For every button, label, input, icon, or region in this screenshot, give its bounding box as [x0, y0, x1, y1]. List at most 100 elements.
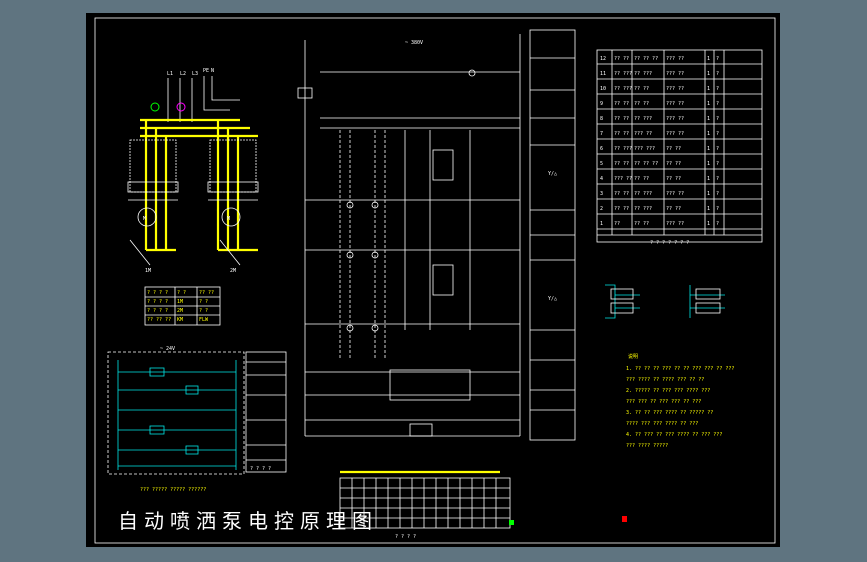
bom-cell: ?? ??? — [614, 86, 632, 92]
legend-r2c0: ? ? ? ? — [147, 308, 168, 314]
bom-cell: ??? ?? — [666, 101, 684, 107]
bom-cell: 1 — [707, 161, 710, 167]
legend-r1c1: 1M — [177, 299, 183, 305]
bom-cell: ?? ?? ?? — [634, 161, 658, 167]
bom-cell: ??? ?? — [666, 86, 684, 92]
notes-line: 1. ?? ?? ?? ??? ?? ?? ??? ??? ?? ??? — [626, 366, 734, 372]
bom-cell: ?? ?? — [614, 116, 629, 122]
bom-cell: 7 — [600, 131, 603, 137]
bom-cell: 1 — [707, 131, 710, 137]
phase-label-l1: L1 — [167, 71, 173, 77]
bom-cell: ??? ?? — [666, 191, 684, 197]
control-label-columns: Y/△ Y/△ — [529, 29, 576, 441]
legend-r1c0: ? ? ? ? — [147, 299, 168, 305]
bom-cell: 2 — [600, 206, 603, 212]
bom-cell: ? — [716, 176, 719, 182]
legend-r2c1: 2M — [177, 308, 183, 314]
bom-cell: 6 — [600, 146, 603, 152]
bom-cell: ?? ??? — [614, 146, 632, 152]
bom-cell: ??? ??? — [634, 146, 655, 152]
notes-line: 4. ?? ??? ?? ??? ???? ?? ??? ??? — [626, 432, 722, 438]
bom-cell: 1 — [707, 71, 710, 77]
phase-label-n: N — [211, 68, 214, 74]
bom-cell: ? — [716, 86, 719, 92]
phase-label-l2: L2 — [180, 71, 186, 77]
legend-r2c2: ? ? — [199, 308, 208, 314]
motor-1-label: 1M — [145, 268, 151, 274]
bom-cell: ?? ?? — [614, 191, 629, 197]
bom-cell: ? — [716, 161, 719, 167]
bom-cell: ?? ??? — [634, 191, 652, 197]
bom-cell: ? — [716, 191, 719, 197]
bom-cell: ?? ?? — [666, 206, 681, 212]
bom-cell: ?? ?? — [614, 161, 629, 167]
bom-cell: 1 — [600, 221, 603, 227]
notes-line: 2. ????? ?? ??? ??? ???? ??? — [626, 388, 710, 394]
lower-left-caption: ??? ????? ????? ?????? — [140, 487, 206, 493]
notes-line: 3. ?? ?? ??? ???? ?? ????? ?? — [626, 410, 713, 416]
bom-cell: 1 — [707, 176, 710, 182]
bom-cell: 1 — [707, 191, 710, 197]
legend-table: ? ? ? ? ? ? ?? ?? ? ? ? ? 1M ? ? ? ? ? ?… — [144, 286, 221, 326]
legend-r3c0: ?? ?? ?? — [147, 317, 171, 323]
bom-cell: ?? ?? ?? — [634, 56, 658, 62]
motor-1-symbol — [137, 207, 157, 227]
bom-cell: ? — [716, 131, 719, 137]
notes-line: ???? ??? ??? ???? ?? ??? — [626, 421, 698, 427]
notes-line: ??? ??? ?? ??? ??? ?? ??? — [626, 399, 701, 405]
bom-cell: ?? ?? — [614, 131, 629, 137]
legend-r0c0: ? ? ? ? — [147, 290, 168, 296]
bom-cell: ?? ??? — [614, 71, 632, 77]
motor-2-letter: M — [227, 216, 230, 222]
drawing-title: 自动喷洒泵电控原理图 — [118, 509, 378, 533]
bom-cell: 9 — [600, 101, 603, 107]
bom-cell: ?? ?? — [634, 176, 649, 182]
bom-cell: ?? — [614, 221, 620, 227]
motor-2-symbol — [221, 207, 241, 227]
bom-table: ? ? ? ? ? ? ? 12?? ???? ?? ????? ??1?11?… — [596, 49, 763, 246]
bom-cell: 3 — [600, 191, 603, 197]
bom-cell: 1 — [707, 206, 710, 212]
bom-cell: ?? ?? — [614, 101, 629, 107]
phase-label-pe: PE — [203, 68, 209, 74]
bom-cell: 1 — [707, 221, 710, 227]
bom-cell: ?? ?? — [666, 176, 681, 182]
bom-cell: ??? ?? — [666, 116, 684, 122]
bom-cell: 8 — [600, 116, 603, 122]
bom-cell: ? — [716, 116, 719, 122]
bom-cell: ? — [716, 206, 719, 212]
legend-r3c1: KM — [177, 317, 183, 323]
notes-line: ??? ???? ????? — [626, 443, 668, 449]
bom-cell: 1 — [707, 56, 710, 62]
bom-cell: ?? ?? — [666, 146, 681, 152]
phase-label-l3: L3 — [192, 71, 198, 77]
terminal-caption: ? ? ? ? — [395, 534, 416, 540]
neutral-symbol — [176, 102, 186, 112]
bom-footer: ? ? ? ? ? ? ? — [650, 240, 689, 246]
bom-cell: ? — [716, 146, 719, 152]
bom-cell: ??? ?? — [666, 131, 684, 137]
bom-cell: ?? ??? — [634, 206, 652, 212]
bom-cell: ??? ?? — [666, 221, 684, 227]
terminal-block — [339, 470, 627, 529]
bom-cell: 1 — [707, 86, 710, 92]
bom-cell: 4 — [600, 176, 603, 182]
bom-cell: 1 — [707, 146, 710, 152]
supply-voltage-label: ~ 380V — [405, 40, 423, 46]
bom-cell: ?? ??? — [634, 116, 652, 122]
legend-r0c1: ? ? — [177, 290, 186, 296]
bom-cell: ?? ??? — [634, 71, 652, 77]
bom-cell: ?? ?? — [634, 221, 649, 227]
bom-cell: 1 — [707, 116, 710, 122]
bom-cell: ??? ?? — [666, 71, 684, 77]
notes-line: ??? ???? ?? ???? ??? ?? ?? — [626, 377, 704, 383]
main-power-circuit: L1 L2 L3 PE N M M 1M 2M — [127, 68, 259, 274]
signal-box-label: ? ? ? ? — [250, 466, 271, 472]
notes-heading: 说明 — [628, 353, 638, 360]
star-delta-label-2: Y/△ — [548, 296, 557, 302]
bom-cell: ?? ?? — [666, 161, 681, 167]
sheet-shadow-right — [776, 16, 780, 546]
bom-cell: ?? ?? — [614, 56, 629, 62]
legend-r3c2: FLW — [199, 317, 209, 323]
